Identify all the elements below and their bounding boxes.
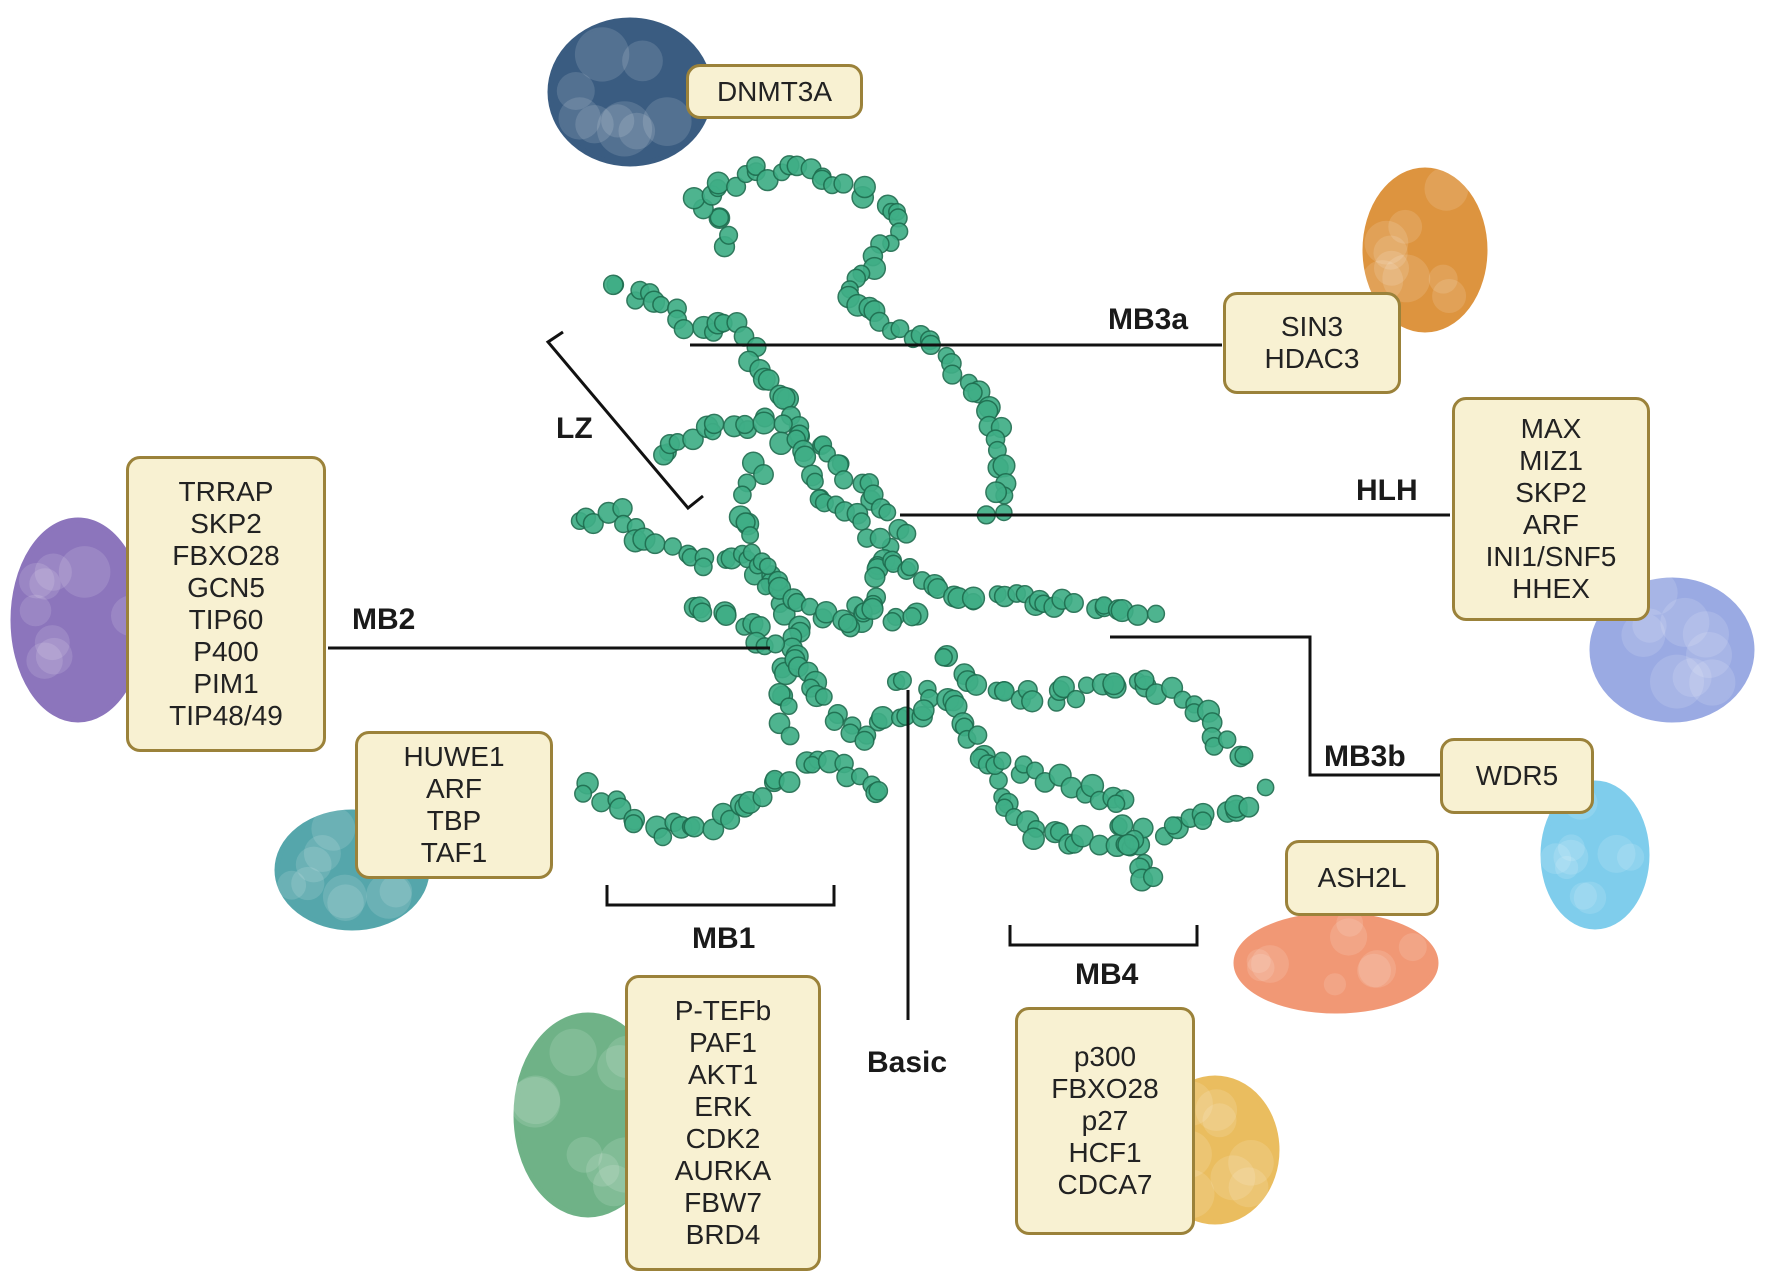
partner-name: MIZ1: [1519, 445, 1583, 476]
partner-name: PAF1: [689, 1027, 757, 1058]
wdr5-protein: [1540, 780, 1650, 930]
partner-name: GCN5: [187, 572, 265, 603]
partner-name: TIP48/49: [169, 700, 283, 731]
region-label-basic: Basic: [867, 1046, 948, 1079]
partner-name: AKT1: [687, 1059, 759, 1090]
region-label-mb1: MB1: [692, 922, 756, 955]
partner-name: SKP2: [190, 508, 262, 539]
partner-name: P400: [193, 636, 259, 667]
dnmt3a-partner-box: DNMT3A: [686, 64, 863, 119]
ash2l-partner-box: ASH2L: [1285, 840, 1439, 916]
partner-proteins: [10, 17, 1755, 1225]
partner-name: WDR5: [1475, 760, 1559, 791]
partner-name: CDCA7: [1057, 1169, 1153, 1200]
partner-name: DNMT3A: [716, 75, 833, 107]
sin3-protein: [1361, 166, 1488, 333]
partner-name: ERK: [694, 1091, 752, 1122]
ash2l-protein: [1233, 909, 1439, 1014]
partner-name: AURKA: [674, 1155, 772, 1186]
partner-name: TAF1: [420, 837, 488, 868]
partner-name: FBXO28: [1051, 1073, 1159, 1104]
partner-name: P-TEFb: [674, 995, 772, 1026]
partner-name: PIM1: [193, 668, 259, 699]
partner-name: HHEX: [1512, 573, 1590, 604]
region-label-mb3a: MB3a: [1108, 303, 1189, 336]
region-label-lz: LZ: [556, 412, 593, 445]
partner-name: TRRAP: [178, 476, 274, 507]
dnmt3a-protein: [547, 17, 713, 167]
myc-protein-structure: [570, 155, 1275, 892]
partner-name: SIN3: [1280, 311, 1344, 342]
partner-name: p300: [1073, 1041, 1137, 1072]
partner-name: HCF1: [1068, 1137, 1142, 1168]
lz-bracket: [545, 330, 704, 511]
region-label-mb4: MB4: [1075, 958, 1139, 991]
partner-name: ARF: [426, 773, 482, 804]
partner-name: MAX: [1520, 413, 1582, 444]
partner-name: TIP60: [188, 604, 264, 635]
partner-name: ARF: [1523, 509, 1579, 540]
mb3b-connector: [1110, 635, 1440, 777]
partner-name: HDAC3: [1264, 343, 1360, 374]
partner-name: BRD4: [685, 1219, 761, 1250]
partner-name: p27: [1081, 1105, 1129, 1136]
partner-name: ASH2L: [1317, 862, 1407, 893]
mb1-bracket: [605, 885, 836, 907]
partner-name: INI1/SNF5: [1485, 541, 1617, 572]
connector-lines: [328, 330, 1450, 1020]
partner-name: CDK2: [685, 1123, 761, 1154]
region-label-mb2: MB2: [352, 603, 416, 636]
partner-name: FBXO28: [172, 540, 280, 571]
mb3b-partner-box: WDR5: [1440, 738, 1594, 814]
partner-name: SKP2: [1515, 477, 1587, 508]
partner-name: FBW7: [684, 1187, 762, 1218]
mb4-bracket: [1008, 925, 1199, 947]
partner-name: TBP: [426, 805, 482, 836]
region-label-hlh: HLH: [1356, 474, 1418, 507]
region-label-mb3b: MB3b: [1324, 740, 1406, 773]
partner-name: HUWE1: [403, 741, 505, 772]
